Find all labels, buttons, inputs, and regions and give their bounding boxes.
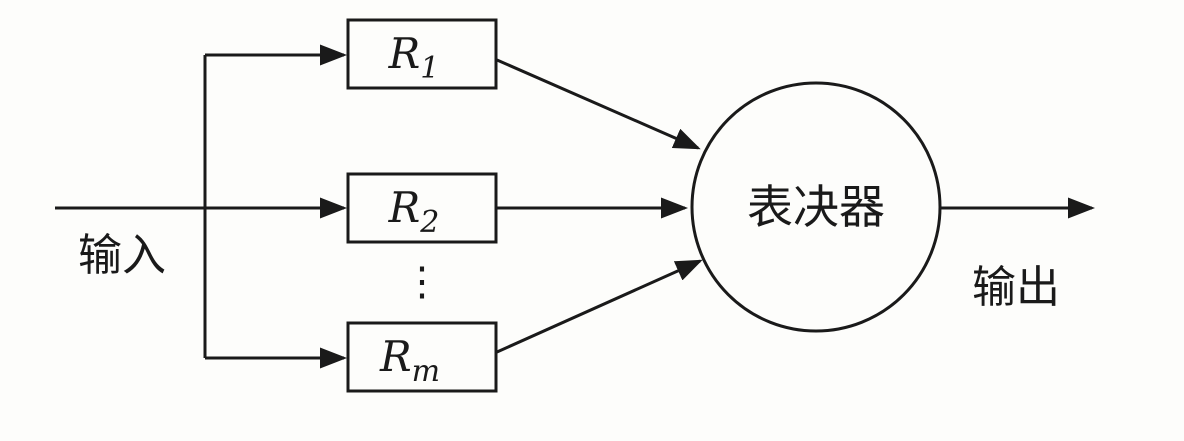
output-label: 输出 xyxy=(972,262,1060,313)
module-box-r2 xyxy=(346,172,498,244)
arrow-rm-to-voter xyxy=(496,259,703,354)
voter-label: 表决器 xyxy=(747,180,885,234)
input-label: 输入 xyxy=(78,230,166,281)
module-box-r1 xyxy=(346,18,498,90)
module-label-rm: Rm xyxy=(379,332,440,389)
module-label-r1: R1 xyxy=(388,29,440,86)
module-box-rm xyxy=(346,321,498,393)
vertical-ellipsis: ⋮ xyxy=(402,259,442,305)
arrow-r1-to-voter xyxy=(496,58,701,150)
module-label-r2: R2 xyxy=(388,183,440,240)
voter-circle xyxy=(690,81,942,333)
